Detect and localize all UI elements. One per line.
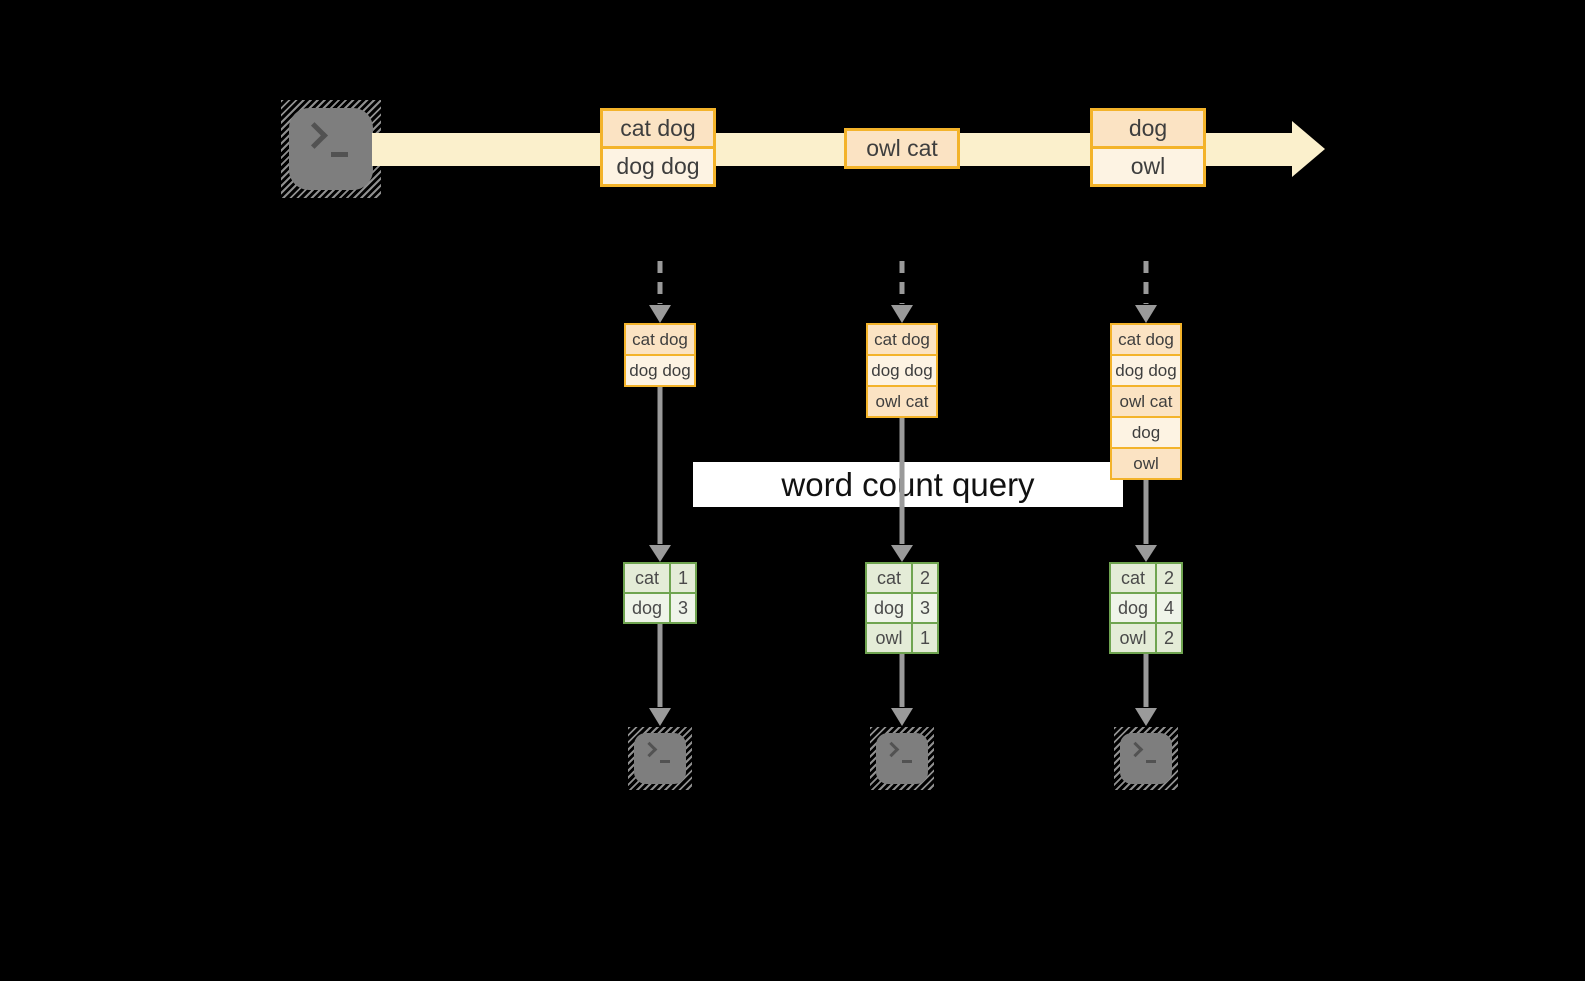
input-line: cat dog (624, 323, 696, 356)
stream-event-line: owl cat (844, 128, 960, 169)
input-line: owl (1110, 447, 1182, 480)
terminal-body (1120, 733, 1172, 784)
output-arrow (649, 624, 671, 726)
stream-event-box: cat dog dog dog (600, 108, 716, 187)
word-count-table: cat 1 dog 3 (623, 562, 697, 624)
count-word: owl (867, 624, 911, 652)
count-value: 3 (671, 594, 695, 622)
count-value: 1 (671, 564, 695, 592)
count-row: cat 2 (867, 564, 937, 592)
prompt-cursor-icon (902, 760, 912, 763)
input-line: cat dog (866, 323, 938, 356)
output-arrow (1135, 654, 1157, 726)
prompt-cursor-icon (660, 760, 670, 763)
count-word: owl (1111, 624, 1155, 652)
dashed-arrow (1135, 261, 1157, 323)
dashed-arrow (891, 261, 913, 323)
stream-event-line: dog dog (600, 146, 716, 187)
terminal-body (876, 733, 928, 784)
input-line: dog dog (1110, 354, 1182, 387)
stream-event-line: dog (1090, 108, 1206, 149)
input-line: dog dog (866, 354, 938, 387)
count-word: dog (1111, 594, 1155, 622)
count-value: 4 (1157, 594, 1181, 622)
input-line: dog (1110, 416, 1182, 449)
stream-event-box: dog owl (1090, 108, 1206, 187)
prompt-chevron-icon (641, 741, 658, 758)
input-stack: cat dog dog dog owl cat dog owl (1110, 323, 1182, 480)
input-line: cat dog (1110, 323, 1182, 356)
prompt-chevron-icon (1127, 741, 1144, 758)
count-value: 2 (913, 564, 937, 592)
terminal-icon (870, 727, 934, 790)
dashed-arrow (649, 261, 671, 323)
stream-event-line: owl (1090, 146, 1206, 187)
count-word: cat (867, 564, 911, 592)
count-value: 2 (1157, 564, 1181, 592)
input-stack: cat dog dog dog (624, 323, 696, 387)
count-value: 1 (913, 624, 937, 652)
count-row: owl 2 (1111, 624, 1181, 652)
input-line: owl cat (866, 385, 938, 418)
count-row: dog 4 (1111, 594, 1181, 622)
word-count-table: cat 2 dog 3 owl 1 (865, 562, 939, 654)
stream-event-line: cat dog (600, 108, 716, 149)
count-row: cat 2 (1111, 564, 1181, 592)
count-row: dog 3 (867, 594, 937, 622)
count-row: cat 1 (625, 564, 695, 592)
count-row: owl 1 (867, 624, 937, 652)
prompt-chevron-icon (883, 741, 900, 758)
output-arrow (891, 654, 913, 726)
input-line: owl cat (1110, 385, 1182, 418)
count-word: dog (867, 594, 911, 622)
terminal-icon (1114, 727, 1178, 790)
count-word: cat (625, 564, 669, 592)
input-line: dog dog (624, 354, 696, 387)
count-word: cat (1111, 564, 1155, 592)
prompt-cursor-icon (331, 152, 348, 157)
stream-arrow-head (1292, 121, 1325, 177)
prompt-cursor-icon (1146, 760, 1156, 763)
query-arrow (649, 387, 671, 562)
count-word: dog (625, 594, 669, 622)
stream-event-box: owl cat (844, 128, 960, 169)
count-row: dog 3 (625, 594, 695, 622)
terminal-icon (281, 100, 381, 198)
count-value: 2 (1157, 624, 1181, 652)
terminal-body (634, 733, 686, 784)
terminal-body (289, 108, 373, 190)
query-label: word count query (693, 462, 1123, 507)
terminal-icon (628, 727, 692, 790)
count-value: 3 (913, 594, 937, 622)
query-arrow (891, 418, 913, 562)
word-count-table: cat 2 dog 4 owl 2 (1109, 562, 1183, 654)
input-stack: cat dog dog dog owl cat (866, 323, 938, 418)
query-arrow (1135, 480, 1157, 562)
